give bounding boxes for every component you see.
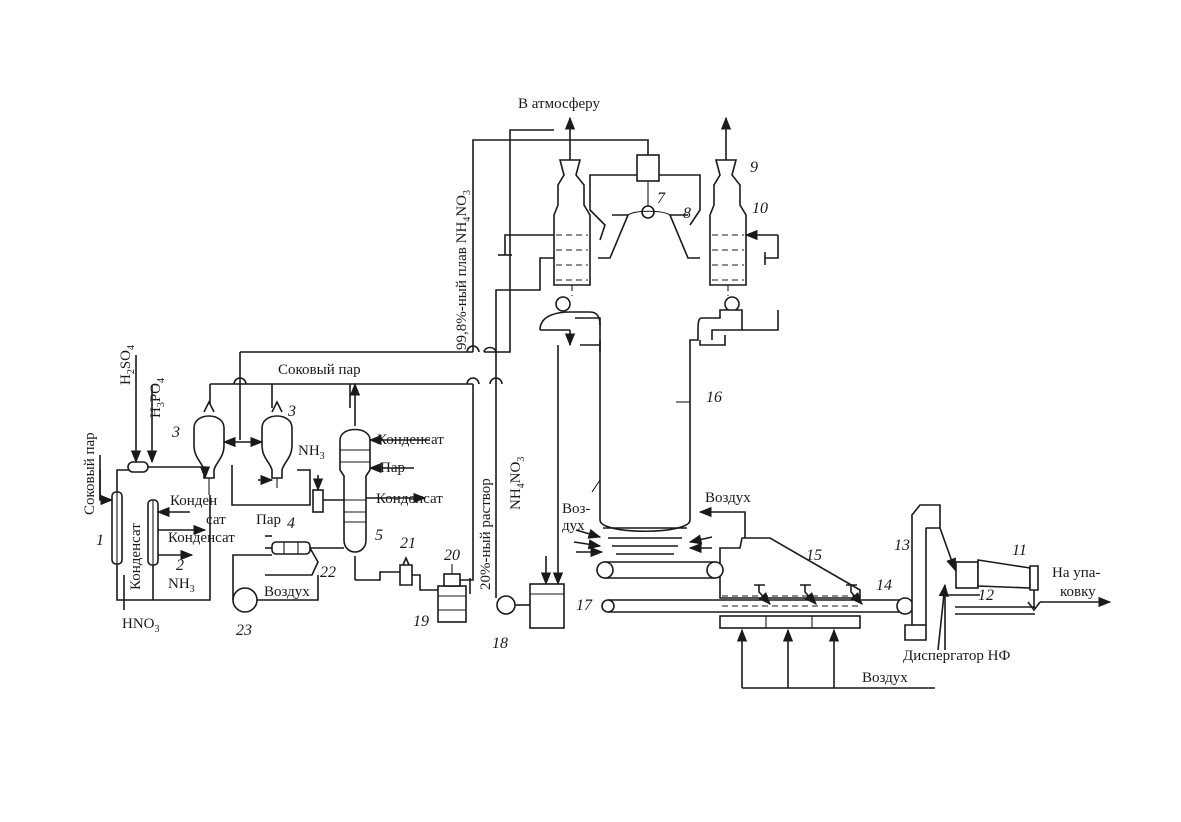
equipment-number: 23 — [236, 622, 252, 639]
label-juice-steam-main: Соковый пар — [278, 362, 361, 378]
label-condensate-2: Конденсат — [376, 491, 443, 507]
label-air-left-a: Воз- — [562, 501, 590, 517]
sprayers-8 — [598, 210, 700, 259]
equipment-number: 17 — [576, 597, 593, 614]
label-hno3: HNO3 — [122, 616, 160, 635]
label-condensate-vertical: Конденсат — [128, 523, 144, 590]
equipment-number: 5 — [375, 527, 383, 544]
evaporator-3-right — [261, 400, 293, 488]
label-melt-999: 99,8%-ный плав NH4NO3 — [454, 190, 473, 350]
equipment-number: 7 — [657, 190, 666, 207]
label-packing-b: ковку — [1060, 584, 1096, 600]
label-packing-a: На упа- — [1052, 565, 1100, 581]
label-disperser: Диспергатор НФ — [903, 648, 1010, 664]
conveyor-14 — [596, 561, 914, 629]
equipment-number: 22 — [320, 564, 336, 581]
equipment-number: 4 — [287, 515, 295, 532]
label-h2so4: H2SO4 — [118, 345, 137, 385]
label-condensate-1: Конденсат — [377, 432, 444, 448]
equipment-number: 18 — [492, 635, 508, 652]
label-nh4no3: NH4NO3 — [508, 457, 527, 510]
equipment-number: 21 — [400, 535, 416, 552]
equipment-number: 1 — [96, 532, 104, 549]
cooler-15 — [719, 537, 862, 606]
label-h3po4: H3PO4 — [148, 378, 167, 418]
label-solution-20: 20%-ный раствор — [478, 478, 494, 590]
equipment-number: 14 — [876, 577, 892, 594]
separator-21 — [355, 555, 438, 591]
scrubber-left — [553, 116, 591, 312]
label-condensate-3b: сат — [206, 512, 226, 528]
blower-23 — [232, 554, 319, 613]
equipment-number: 8 — [683, 205, 691, 222]
equipment-number: 16 — [706, 389, 722, 406]
neutralizer-column-5 — [339, 382, 371, 580]
elevator-13 — [904, 504, 941, 641]
label-juice-steam-left: Соковый пар — [82, 432, 98, 515]
equipment-number: 19 — [413, 613, 429, 630]
drum-11 — [939, 527, 1112, 612]
equipment-number: 3 — [287, 403, 296, 420]
equipment-number: 3 — [171, 424, 180, 441]
label-air-1: Воздух — [264, 584, 310, 600]
label-condensate-4: Конденсат — [168, 530, 235, 546]
distributor-7 — [636, 154, 660, 219]
equipment-number: 11 — [1012, 542, 1027, 559]
equipment-number: 2 — [176, 557, 184, 574]
tank-19-20 — [437, 564, 467, 623]
heater-22 — [265, 535, 344, 576]
label-air-right: Воздух — [705, 490, 751, 506]
equipment-number: 13 — [894, 537, 910, 554]
label-nh3-top: NH3 — [298, 443, 325, 462]
label-steam-1: Пар — [380, 460, 405, 476]
scrubber-right-10 — [709, 116, 747, 312]
label-air-left-b: дух — [562, 518, 585, 534]
label-to-atmosphere: В атмосферу — [518, 96, 600, 112]
equipment-number: 10 — [752, 200, 768, 217]
prilling-tower-16 — [539, 309, 779, 555]
label-air-bottom: Воздух — [862, 670, 908, 686]
collector-17 — [529, 345, 565, 629]
equipment-number: 12 — [978, 587, 994, 604]
pump-18 — [496, 595, 530, 615]
tower-air-inlets — [573, 479, 746, 558]
mixer-4 — [312, 475, 344, 513]
label-condensate-3a: Конден — [170, 493, 217, 509]
label-steam-2: Пар — [256, 512, 281, 528]
exchanger-2 — [123, 499, 207, 610]
equipment-number: 20 — [444, 547, 460, 564]
bottom-air-distribution — [736, 628, 935, 689]
evaporator-3-left — [193, 400, 225, 495]
conveyor-12 — [937, 583, 1035, 651]
equipment-number: 15 — [806, 547, 822, 564]
equipment-number: 9 — [750, 159, 758, 176]
mixer-h2so4 — [127, 355, 211, 480]
label-nh3-bottom: NH3 — [168, 576, 195, 595]
